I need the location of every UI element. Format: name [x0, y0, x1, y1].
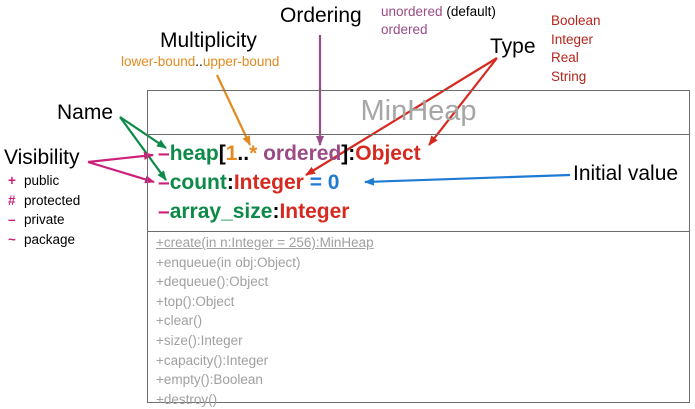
- ordering-unordered: unordered (default): [381, 4, 496, 19]
- visibility-arrow-heap: [87, 151, 154, 164]
- visibility-text: package: [24, 231, 76, 247]
- visibility-legend-item: # protected: [8, 191, 80, 211]
- attr-bracket-close: ]: [341, 142, 349, 165]
- type-label: Type: [490, 35, 536, 58]
- visibility-text: private: [24, 212, 65, 227]
- visibility-arrow-count: [87, 160, 155, 184]
- visibility-symbol: ~: [8, 231, 16, 247]
- attr-ordering: ordered: [263, 142, 342, 165]
- operation-item: +size():Integer: [156, 332, 243, 348]
- attr-name: array_size: [169, 200, 273, 223]
- attr-visibility: –: [158, 200, 170, 223]
- type-option: String: [551, 68, 587, 84]
- attr-initial-value: 0: [327, 171, 340, 194]
- uml-class-box: MinHeap –heap[1..* ordered]:Object –coun…: [147, 90, 690, 407]
- operation-item: +empty():Boolean: [156, 372, 263, 388]
- operation-item: +capacity():Integer: [156, 352, 269, 368]
- multiplicity-lower: lower-bound: [121, 54, 196, 69]
- visibility-symbol: #: [8, 192, 16, 208]
- visibility-legend-item: –private: [8, 210, 80, 230]
- attr-colon: :: [226, 171, 234, 194]
- attr-colon: :: [348, 142, 356, 165]
- attr-mult-upper: *: [249, 142, 258, 165]
- attr-name: count: [169, 171, 227, 194]
- operation-item: +top():Object: [156, 293, 235, 309]
- multiplicity-bounds: lower-bound..upper-bound: [121, 54, 279, 69]
- attr-equals: =: [303, 171, 328, 194]
- attr-type: Integer: [233, 171, 304, 194]
- operation-item: +clear(): [156, 313, 203, 329]
- attr-mult-range: ..: [237, 142, 250, 165]
- visibility-label: Visibility: [4, 146, 80, 169]
- visibility-legend-item: + public: [8, 171, 80, 191]
- type-option: Boolean: [551, 13, 601, 28]
- operation-item: +enqueue(in obj:Object): [156, 254, 301, 270]
- attr-visibility: –: [158, 142, 170, 165]
- ordering-ordered-text: ordered: [381, 22, 428, 37]
- attr-visibility: –: [158, 171, 170, 194]
- ordering-label: Ordering: [280, 4, 362, 27]
- initial-value-label: Initial value: [573, 162, 679, 185]
- multiplicity-label: Multiplicity: [160, 29, 257, 52]
- multiplicity-upper: upper-bound: [202, 54, 280, 69]
- multiplicity-sep: ..: [195, 54, 203, 69]
- attr-bracket-open: [: [218, 142, 226, 165]
- ordering-unordered-text: unordered: [381, 4, 443, 19]
- visibility-legend-item: ~ package: [8, 230, 80, 250]
- attribute-array-size: –array_size:Integer: [158, 200, 349, 224]
- class-name: MinHeap: [148, 91, 689, 135]
- operation-item: +create(in n:Integer = 256):MinHeap: [156, 235, 374, 250]
- operation-item: +dequeue():Object: [156, 274, 269, 290]
- operations-divider: [148, 231, 689, 232]
- visibility-symbol: –: [8, 212, 16, 227]
- visibility-text: public: [24, 173, 60, 188]
- visibility-text: protected: [24, 192, 81, 208]
- operations-list: +create(in n:Integer = 256):MinHeap +enq…: [156, 233, 374, 409]
- type-option: Integer: [551, 31, 594, 47]
- attr-name: heap: [169, 142, 219, 165]
- type-option: Real: [551, 50, 579, 65]
- visibility-symbol: +: [8, 173, 16, 188]
- attribute-heap: –heap[1..* ordered]:Object: [158, 142, 421, 166]
- operation-item: +destroy(): [156, 391, 218, 407]
- visibility-legend: + public # protected –private ~ package: [8, 171, 80, 249]
- attr-colon: :: [272, 200, 280, 223]
- attr-mult-lower: 1: [225, 142, 238, 165]
- attribute-count: –count:Integer = 0: [158, 171, 339, 195]
- attr-type: Object: [355, 142, 421, 165]
- name-label: Name: [57, 101, 114, 124]
- ordering-default-text: (default): [446, 4, 496, 19]
- type-options: Boolean Integer Real String: [551, 12, 601, 86]
- attr-type: Integer: [279, 200, 350, 223]
